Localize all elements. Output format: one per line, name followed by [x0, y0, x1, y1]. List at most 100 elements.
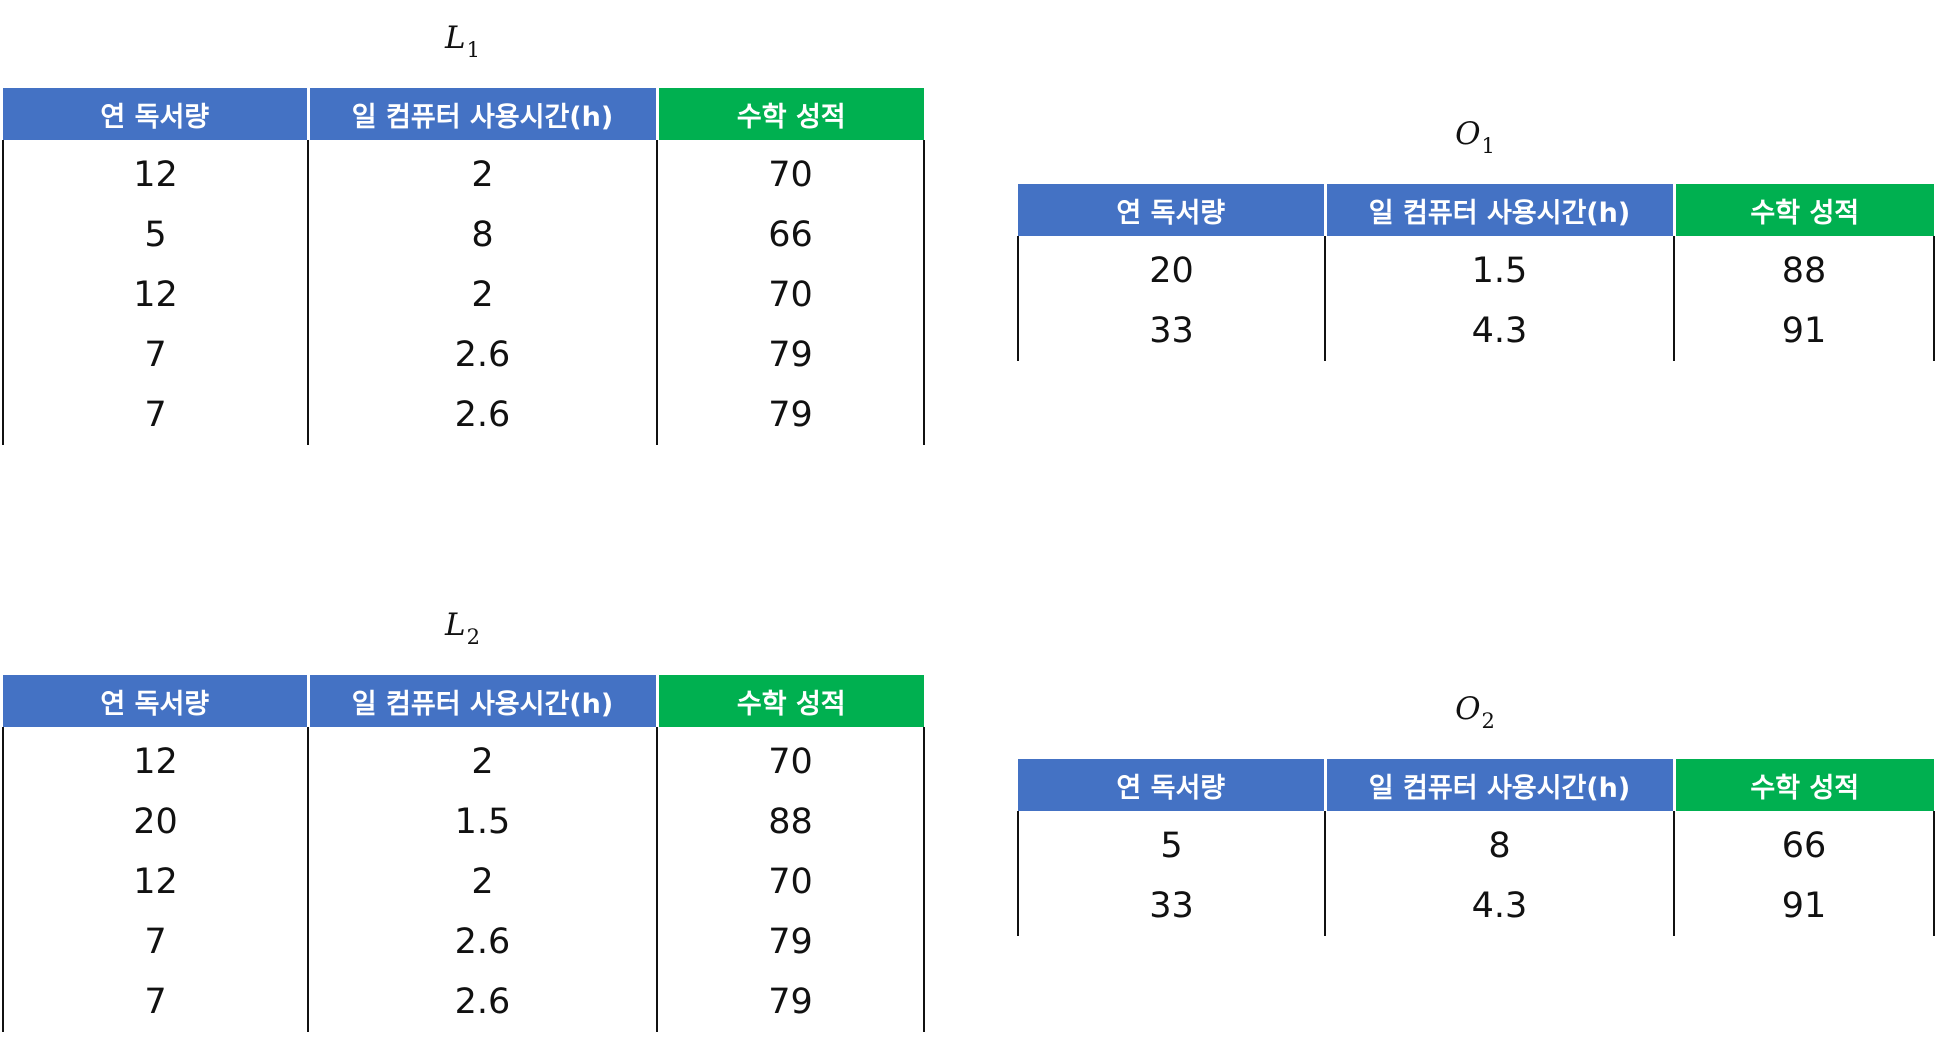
spacer-cell: [656, 727, 925, 732]
table-cell: 8: [1324, 816, 1674, 876]
table-cell: 70: [656, 265, 925, 325]
table-caption-o2: O2: [1017, 689, 1933, 733]
table-header-row: 연 독서량 일 컴퓨터 사용시간(h) 수학 성적: [3, 675, 924, 727]
table-cell: 2: [307, 265, 657, 325]
table-caption-l2: L2: [2, 605, 923, 649]
table-cell: 12: [2, 145, 308, 205]
column-header-reading: 연 독서량: [3, 675, 308, 727]
spacer-cell: [1017, 811, 1325, 816]
table-spacer-row: [1017, 236, 1935, 241]
table-cell: 7: [2, 385, 308, 445]
table-cell: 12: [2, 732, 308, 792]
spacer-cell: [1324, 811, 1674, 816]
caption-subscript: 2: [466, 625, 480, 649]
table-cell: 8: [307, 205, 657, 265]
column-header-reading: 연 독서량: [3, 88, 308, 140]
column-header-computer-hours: 일 컴퓨터 사용시간(h): [1323, 759, 1674, 811]
table-cell: 33: [1017, 876, 1325, 936]
caption-letter: L: [445, 20, 466, 56]
spacer-cell: [1673, 811, 1935, 816]
table-cell: 2.6: [307, 385, 657, 445]
table-cell: 7: [2, 972, 308, 1032]
column-header-computer-hours: 일 컴퓨터 사용시간(h): [306, 675, 657, 727]
spacer-cell: [1673, 236, 1935, 241]
table-spacer-row: [2, 140, 925, 145]
column-header-reading: 연 독서량: [1018, 184, 1325, 236]
column-header-math-score: 수학 성적: [655, 88, 924, 140]
table-cell: 79: [656, 912, 925, 972]
spacer-cell: [1324, 236, 1674, 241]
table-spacer-row: [2, 727, 925, 732]
table-cell: 70: [656, 145, 925, 205]
table-cell: 88: [656, 792, 925, 852]
table-cell: 1.5: [307, 792, 657, 852]
table-cell: 79: [656, 385, 925, 445]
table-cell: 33: [1017, 301, 1325, 361]
table-cell: 2.6: [307, 325, 657, 385]
table-cell: 7: [2, 325, 308, 385]
spacer-cell: [307, 140, 657, 145]
table-caption-l1: L1: [2, 18, 923, 62]
spacer-cell: [656, 140, 925, 145]
spacer-cell: [307, 727, 657, 732]
column-header-computer-hours: 일 컴퓨터 사용시간(h): [1323, 184, 1674, 236]
caption-subscript: 1: [1481, 134, 1495, 158]
table-cell: 91: [1673, 301, 1935, 361]
table-cell: 79: [656, 325, 925, 385]
table-cell: 2.6: [307, 912, 657, 972]
table-cell: 70: [656, 852, 925, 912]
table-cell: 66: [656, 205, 925, 265]
caption-subscript: 2: [1481, 709, 1495, 733]
table-cell: 4.3: [1324, 301, 1674, 361]
column-header-math-score: 수학 성적: [1672, 184, 1934, 236]
table-cell: 66: [1673, 816, 1935, 876]
spacer-cell: [2, 140, 308, 145]
table-cell: 20: [2, 792, 308, 852]
caption-subscript: 1: [466, 38, 480, 62]
table-cell: 91: [1673, 876, 1935, 936]
column-header-math-score: 수학 성적: [655, 675, 924, 727]
caption-letter: L: [445, 607, 466, 643]
table-cell: 12: [2, 265, 308, 325]
table-cell: 88: [1673, 241, 1935, 301]
table-cell: 1.5: [1324, 241, 1674, 301]
table-cell: 12: [2, 852, 308, 912]
column-header-reading: 연 독서량: [1018, 759, 1325, 811]
table-header-row: 연 독서량 일 컴퓨터 사용시간(h) 수학 성적: [1018, 184, 1934, 236]
caption-letter: O: [1455, 116, 1481, 152]
table-cell: 70: [656, 732, 925, 792]
table-header-row: 연 독서량 일 컴퓨터 사용시간(h) 수학 성적: [3, 88, 924, 140]
table-cell: 5: [2, 205, 308, 265]
table-header-row: 연 독서량 일 컴퓨터 사용시간(h) 수학 성적: [1018, 759, 1934, 811]
caption-letter: O: [1455, 691, 1481, 727]
spacer-cell: [1017, 236, 1325, 241]
column-header-computer-hours: 일 컴퓨터 사용시간(h): [306, 88, 657, 140]
table-cell: 20: [1017, 241, 1325, 301]
table-cell: 79: [656, 972, 925, 1032]
table-cell: 2: [307, 145, 657, 205]
spacer-cell: [2, 727, 308, 732]
table-cell: 7: [2, 912, 308, 972]
column-header-math-score: 수학 성적: [1672, 759, 1934, 811]
table-cell: 2.6: [307, 972, 657, 1032]
table-spacer-row: [1017, 811, 1935, 816]
table-caption-o1: O1: [1017, 114, 1933, 158]
